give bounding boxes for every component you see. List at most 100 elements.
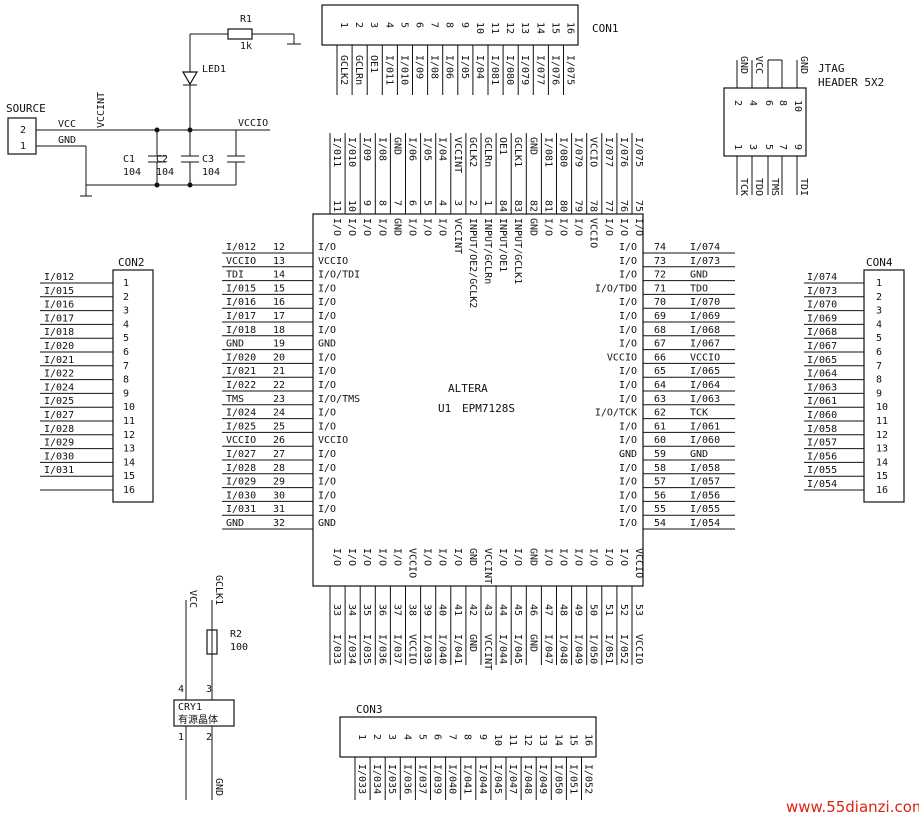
osc-ref: CRY1 bbox=[178, 702, 202, 713]
bottom-pin-function: I/O bbox=[497, 548, 508, 566]
con2-net: I/021 bbox=[44, 355, 74, 366]
osc-pin: 2 bbox=[206, 732, 212, 743]
left-pin-number: 20 bbox=[273, 352, 285, 363]
jtag-title: JTAG bbox=[818, 62, 845, 75]
left-pin-number: 18 bbox=[273, 325, 285, 336]
bottom-pin-function: I/O bbox=[391, 548, 402, 566]
bottom-pin-number: 40 bbox=[437, 604, 448, 616]
bottom-pin-net: GND bbox=[527, 634, 538, 652]
con1-box bbox=[321, 4, 579, 46]
top-pin-number: 84 bbox=[497, 200, 508, 212]
jtag-top-pin: 8 bbox=[777, 100, 788, 106]
left-pin-net: I/016 bbox=[226, 297, 256, 308]
con1-label: CON1 bbox=[592, 22, 619, 35]
top-pin-net: I/04 bbox=[437, 137, 448, 161]
left-pin-net: I/030 bbox=[226, 490, 256, 501]
con1-pin: 11 bbox=[489, 22, 500, 34]
con2-net: I/015 bbox=[44, 286, 74, 297]
con2-pin: 7 bbox=[123, 361, 129, 372]
right-pin-function: I/O bbox=[619, 297, 637, 308]
c3-value: 104 bbox=[202, 167, 220, 178]
con3-net: I/035 bbox=[386, 764, 397, 794]
top-pin-net: GCLK1 bbox=[512, 137, 523, 167]
bottom-pin-function: VCCIO bbox=[407, 548, 418, 578]
top-pin-number: 75 bbox=[633, 200, 644, 212]
con4-pin: 1 bbox=[876, 278, 882, 289]
right-pin-number: 54 bbox=[654, 518, 666, 529]
c1-value: 104 bbox=[123, 167, 141, 178]
r1-value: 1k bbox=[240, 41, 252, 52]
left-pin-function: I/O bbox=[318, 421, 336, 432]
bottom-pin-number: 36 bbox=[376, 604, 387, 616]
con4-net: I/056 bbox=[807, 451, 837, 462]
con4-net: I/068 bbox=[807, 327, 837, 338]
con1-net: GCLK2 bbox=[338, 55, 349, 85]
bottom-pin-net: I/034 bbox=[346, 634, 357, 664]
jtag-bottom-net: TCK bbox=[738, 178, 749, 196]
top-pin-function: I/O bbox=[603, 218, 614, 236]
right-pin-net: I/070 bbox=[690, 297, 720, 308]
left-pin-number: 29 bbox=[273, 477, 285, 488]
left-pin-function: I/O bbox=[318, 408, 336, 419]
top-pin-function: VCCINT bbox=[452, 218, 463, 254]
top-pin-number: 78 bbox=[588, 200, 599, 212]
con2-pin: 14 bbox=[123, 457, 135, 468]
right-pin-number: 73 bbox=[654, 256, 666, 267]
bottom-pin-number: 47 bbox=[542, 604, 553, 616]
left-pin-net: I/012 bbox=[226, 242, 256, 253]
left-pin-net: I/017 bbox=[226, 311, 256, 322]
con1-net: I/081 bbox=[489, 55, 500, 85]
right-pin-number: 71 bbox=[654, 283, 666, 294]
bottom-pin-function: I/O bbox=[376, 548, 387, 566]
bottom-pin-function: I/O bbox=[361, 548, 372, 566]
osc-gnd-label: GND bbox=[213, 778, 224, 796]
con4-net: I/073 bbox=[807, 286, 837, 297]
right-pin-number: 66 bbox=[654, 352, 666, 363]
right-pin-function: I/O bbox=[619, 311, 637, 322]
con4-pin: 12 bbox=[876, 430, 888, 441]
con1-net: I/05 bbox=[459, 55, 470, 79]
jtag-header-box bbox=[723, 87, 807, 157]
bottom-pin-number: 48 bbox=[558, 604, 569, 616]
jtag-bottom-net: TDI bbox=[798, 178, 809, 196]
right-pin-number: 56 bbox=[654, 490, 666, 501]
top-pin-number: 5 bbox=[422, 200, 433, 206]
right-pin-net: I/056 bbox=[690, 490, 720, 501]
right-pin-function: I/O bbox=[619, 421, 637, 432]
right-pin-net: I/069 bbox=[690, 311, 720, 322]
right-pin-net: I/074 bbox=[690, 242, 720, 253]
top-pin-number: 6 bbox=[407, 200, 418, 206]
con2-pin: 2 bbox=[123, 292, 129, 303]
con2-net: I/022 bbox=[44, 369, 74, 380]
bottom-pin-function: VCCINT bbox=[482, 548, 493, 584]
top-pin-net: I/081 bbox=[542, 137, 553, 167]
top-pin-number: 4 bbox=[437, 200, 448, 206]
top-pin-number: 83 bbox=[512, 200, 523, 212]
left-pin-number: 27 bbox=[273, 449, 285, 460]
con2-label: CON2 bbox=[118, 256, 145, 269]
bottom-pin-net: VCCIO bbox=[407, 634, 418, 664]
con4-pin: 8 bbox=[876, 375, 882, 386]
right-pin-net: GND bbox=[690, 270, 708, 281]
con1-net: I/011 bbox=[383, 55, 394, 85]
right-pin-function: I/O bbox=[619, 339, 637, 350]
left-pin-function: I/O bbox=[318, 297, 336, 308]
jtag-top-pin: 2 bbox=[732, 100, 743, 106]
con3-pin: 14 bbox=[552, 734, 563, 746]
left-pin-function: I/O/TDI bbox=[318, 270, 360, 281]
bottom-pin-number: 38 bbox=[407, 604, 418, 616]
top-pin-net: I/010 bbox=[346, 137, 357, 167]
con3-pin: 10 bbox=[492, 734, 503, 746]
con1-net: I/04 bbox=[474, 55, 485, 79]
top-pin-number: 80 bbox=[558, 200, 569, 212]
con3-box bbox=[339, 716, 597, 758]
bottom-pin-net: I/044 bbox=[497, 634, 508, 664]
con2-net: I/020 bbox=[44, 341, 74, 352]
source-label: SOURCE bbox=[6, 102, 46, 115]
left-pin-number: 28 bbox=[273, 463, 285, 474]
con1-pin: 8 bbox=[444, 22, 455, 28]
right-pin-number: 57 bbox=[654, 477, 666, 488]
con3-pin: 6 bbox=[432, 734, 443, 740]
bottom-pin-function: I/O bbox=[512, 548, 523, 566]
con2-pin: 12 bbox=[123, 430, 135, 441]
